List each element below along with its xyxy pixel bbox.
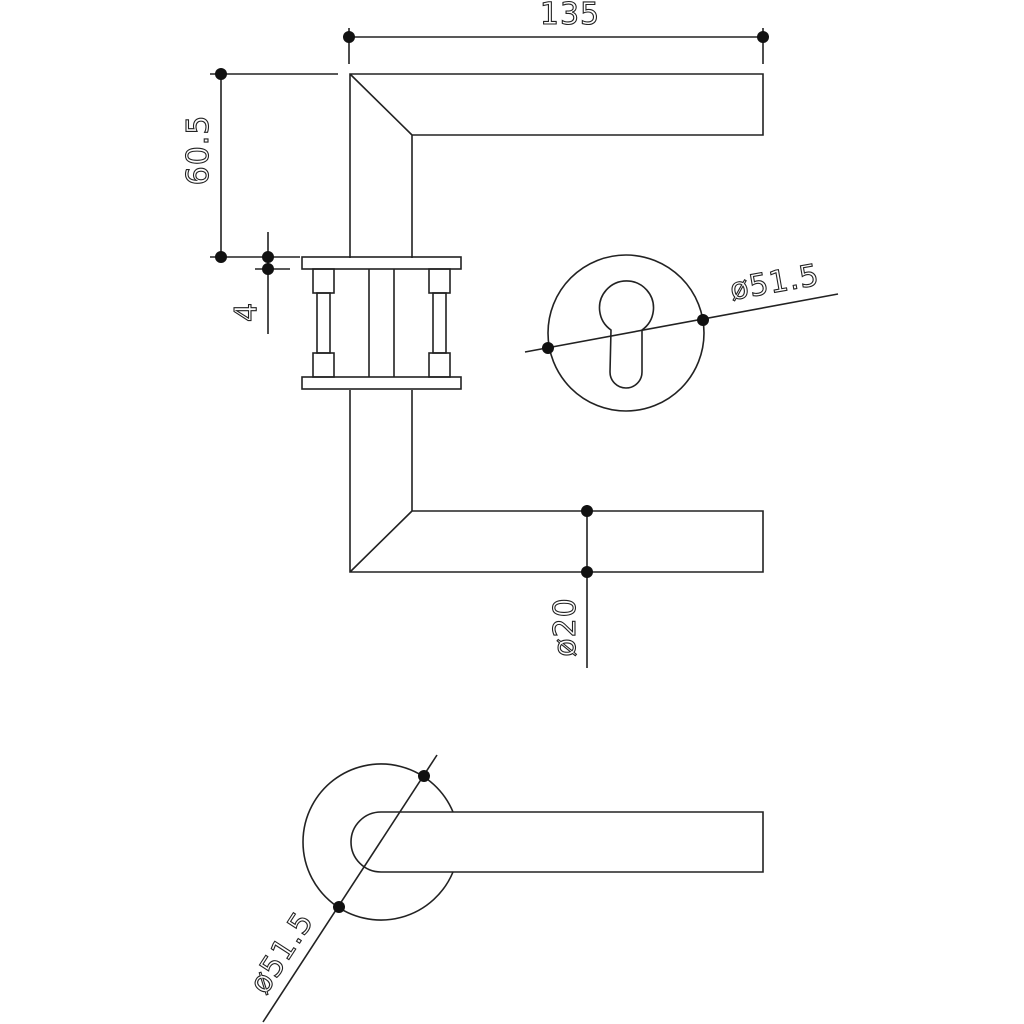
svg-text:135: 135 — [540, 0, 600, 32]
keyhole-escutcheon: ø51.5 — [524, 254, 839, 412]
dimension-length: 135 — [343, 0, 769, 64]
top-view: ø51.5 — [242, 754, 764, 1023]
svg-text:60.5: 60.5 — [181, 115, 216, 186]
lever-upper — [349, 73, 764, 258]
dimension-height: 60.5 — [180, 68, 338, 263]
rosette-side-view — [301, 256, 462, 390]
lever-lower — [349, 390, 764, 573]
svg-text:4: 4 — [229, 302, 264, 322]
svg-text:ø51.5: ø51.5 — [243, 905, 321, 1000]
dimension-rosette-thickness: 4 — [228, 232, 290, 334]
dimension-lever-diameter: ø20 — [547, 505, 593, 668]
svg-text:ø20: ø20 — [548, 597, 583, 657]
